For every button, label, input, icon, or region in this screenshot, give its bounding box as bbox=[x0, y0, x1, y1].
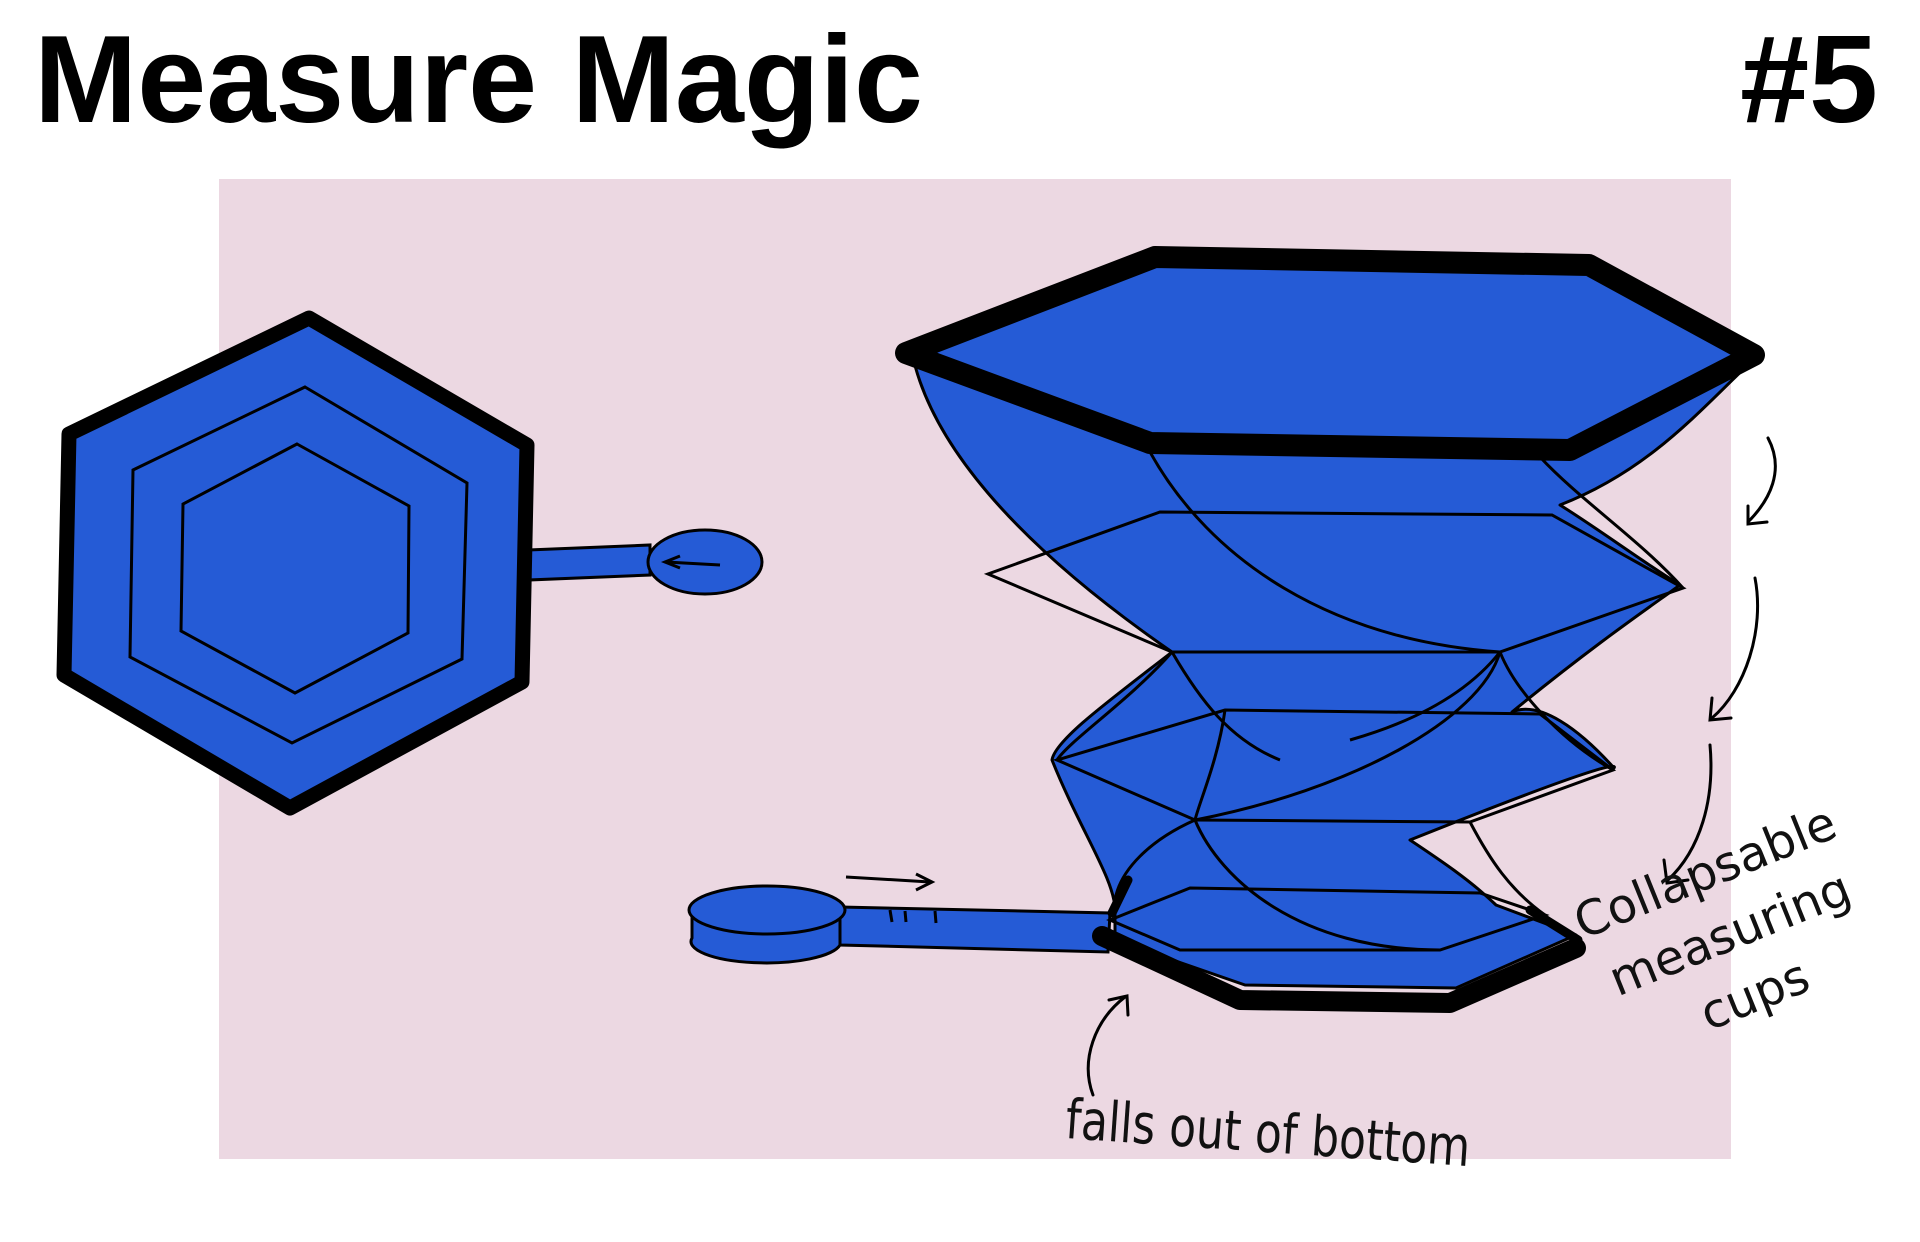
hexagon-middle bbox=[128, 385, 469, 745]
bottom-rim-hexagon bbox=[1092, 926, 1586, 1013]
top-rim-hexagon bbox=[895, 246, 1765, 461]
arrow-lower bbox=[1666, 743, 1713, 882]
hexagon-inner bbox=[179, 442, 411, 695]
side-view-handle bbox=[687, 872, 1112, 965]
arrow-middle bbox=[1710, 576, 1760, 720]
sketch-number: #5 bbox=[1740, 11, 1878, 149]
top-view-handle bbox=[526, 528, 764, 596]
arrow-bottom bbox=[1086, 995, 1127, 1097]
top-view-cup bbox=[56, 310, 764, 816]
collapsible-cups-side-view bbox=[687, 246, 1765, 1013]
sketch-title: Measure Magic bbox=[34, 11, 924, 149]
annotation-arrows bbox=[1086, 436, 1777, 1097]
arrow-top bbox=[1746, 436, 1777, 524]
